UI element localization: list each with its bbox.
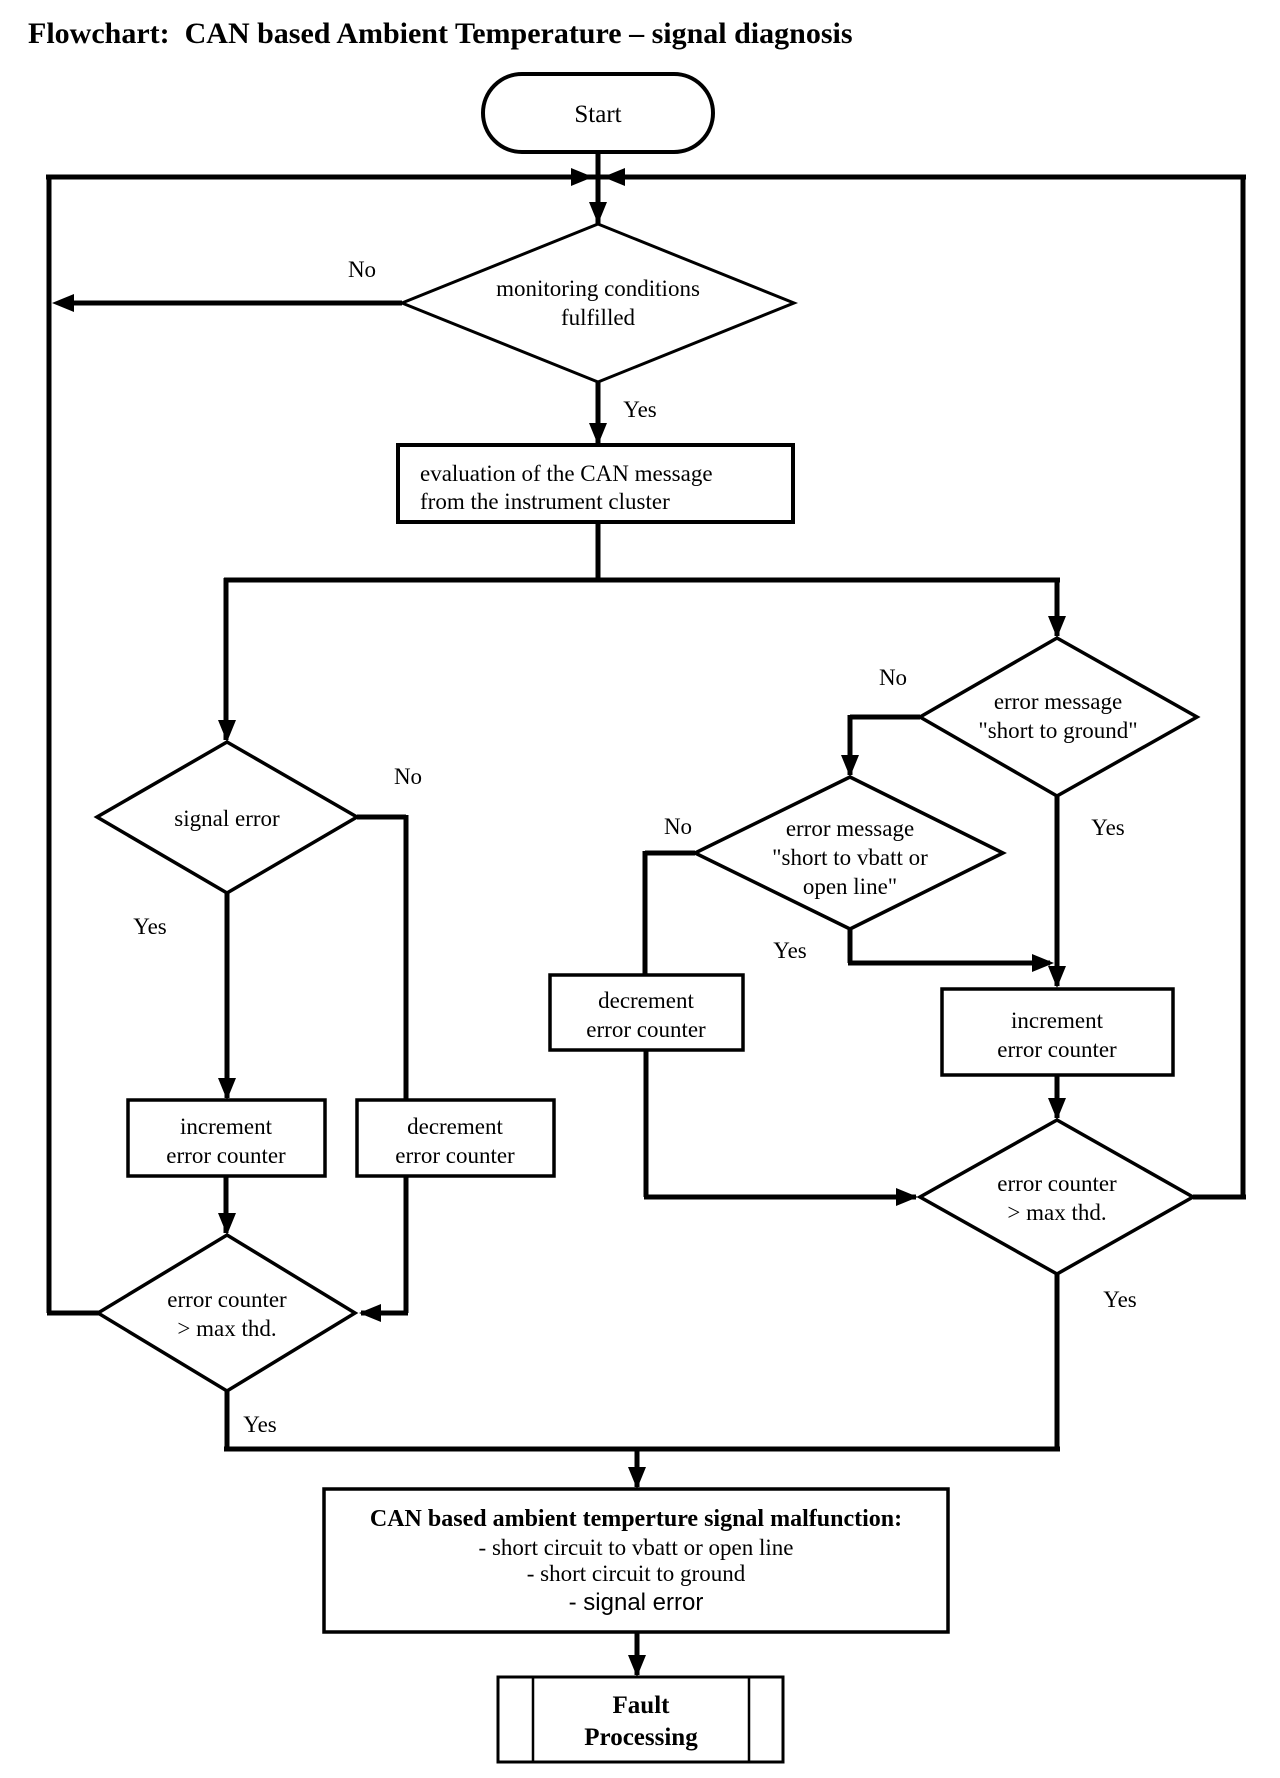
evaluation-line2: from the instrument cluster bbox=[420, 489, 670, 514]
short-to-vbatt-decision bbox=[691, 775, 1007, 931]
arrow-into-malfunction bbox=[628, 1467, 646, 1489]
short-to-vbatt-line3: open line" bbox=[803, 874, 897, 899]
short-to-vbatt-line2: "short to vbatt or bbox=[772, 845, 928, 870]
arrow-into-threshold-left-top bbox=[218, 1213, 236, 1235]
decrement-mid-line1: decrement bbox=[598, 988, 694, 1013]
threshold-right-decision bbox=[916, 1117, 1197, 1277]
short-to-vbatt-line1: error message bbox=[786, 816, 914, 841]
threshold-left-decision bbox=[94, 1232, 359, 1394]
monitoring-yes-label: Yes bbox=[623, 397, 657, 422]
decrement-left-line1: decrement bbox=[407, 1114, 503, 1139]
short-to-ground-line1: error message bbox=[994, 689, 1122, 714]
start-label: Start bbox=[574, 101, 621, 128]
threshold-left-line1: error counter bbox=[167, 1287, 287, 1312]
evaluation-process bbox=[396, 443, 795, 524]
arrow-junction-right bbox=[603, 168, 625, 186]
malfunction-line4: - signal error bbox=[569, 1589, 704, 1616]
texts: Flowchart: CAN based Ambient Temperature… bbox=[28, 17, 1138, 1751]
arrow-into-monitoring bbox=[589, 202, 607, 224]
vbatt-yes-label: Yes bbox=[773, 938, 807, 963]
vbatt-no-label: No bbox=[664, 814, 692, 839]
arrow-monitoring-no-loopback bbox=[52, 294, 74, 312]
decrement-mid-line2: error counter bbox=[586, 1017, 706, 1042]
threshold-right-line2: > max thd. bbox=[1007, 1200, 1106, 1225]
increment-right-line2: error counter bbox=[997, 1037, 1117, 1062]
arrow-into-short-to-ground bbox=[1048, 616, 1066, 638]
stg-yes-label: Yes bbox=[1091, 815, 1125, 840]
arrow-into-threshold-right-top bbox=[1048, 1098, 1066, 1120]
threshold-right-yes-label: Yes bbox=[1103, 1287, 1137, 1312]
fault-predefined-process bbox=[496, 1675, 785, 1764]
arrow-into-fault bbox=[628, 1655, 646, 1677]
shapes bbox=[93, 72, 1201, 1764]
increment-left-line1: increment bbox=[180, 1114, 273, 1139]
stg-no-label: No bbox=[879, 665, 907, 690]
increment-right-process bbox=[940, 987, 1175, 1077]
arrow-into-increment-left bbox=[218, 1078, 236, 1100]
threshold-left-yes-label: Yes bbox=[243, 1412, 277, 1437]
arrow-into-evaluation bbox=[589, 423, 607, 445]
monitoring-decision bbox=[397, 222, 799, 384]
page-title: Flowchart: CAN based Ambient Temperature… bbox=[28, 17, 853, 50]
short-to-ground-decision bbox=[916, 635, 1201, 799]
increment-left-line2: error counter bbox=[166, 1143, 286, 1168]
increment-right-line1: increment bbox=[1011, 1008, 1104, 1033]
decrement-left-process bbox=[355, 1098, 556, 1178]
fault-line1: Fault bbox=[613, 1692, 671, 1719]
short-to-ground-line2: "short to ground" bbox=[978, 718, 1137, 743]
fault-line2: Processing bbox=[584, 1724, 698, 1751]
threshold-left-line2: > max thd. bbox=[177, 1316, 276, 1341]
monitoring-line2: fulfilled bbox=[561, 305, 636, 330]
arrow-junction-left bbox=[571, 168, 593, 186]
arrow-into-signal-error bbox=[218, 720, 236, 742]
arrow-vbatt-yes-merge bbox=[1032, 954, 1054, 972]
arrowheads bbox=[52, 168, 1066, 1677]
malfunction-process bbox=[322, 1487, 950, 1634]
arrow-into-threshold-left-right bbox=[359, 1304, 381, 1322]
monitoring-line1: monitoring conditions bbox=[496, 276, 700, 301]
arrow-into-short-to-vbatt bbox=[841, 755, 859, 777]
evaluation-line1: evaluation of the CAN message bbox=[420, 461, 713, 486]
signal-yes-label: Yes bbox=[133, 914, 167, 939]
decrement-left-line2: error counter bbox=[395, 1143, 515, 1168]
signal-error-label: signal error bbox=[174, 806, 280, 831]
connectors bbox=[46, 152, 1246, 1675]
arrow-into-increment-right bbox=[1048, 966, 1066, 988]
signal-no-label: No bbox=[394, 764, 422, 789]
threshold-right-line1: error counter bbox=[997, 1171, 1117, 1196]
malfunction-line3: - short circuit to ground bbox=[527, 1561, 746, 1586]
arrow-into-threshold-right-left bbox=[896, 1188, 918, 1206]
malfunction-line2: - short circuit to vbatt or open line bbox=[479, 1535, 794, 1560]
monitoring-no-label: No bbox=[348, 257, 376, 282]
decrement-mid-process bbox=[548, 973, 745, 1052]
signal-error-decision bbox=[93, 739, 361, 896]
start-terminator bbox=[481, 72, 715, 154]
increment-left-process bbox=[126, 1098, 327, 1178]
malfunction-line1: CAN based ambient temperture signal malf… bbox=[370, 1506, 902, 1532]
